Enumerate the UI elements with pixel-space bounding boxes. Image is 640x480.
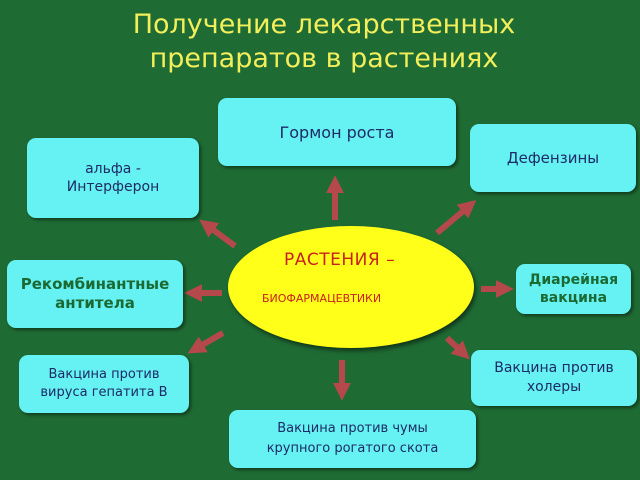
node-cattle-plague-vaccine-label: Вакцина против чумы крупного рогатого ск… <box>266 421 439 456</box>
node-diarrhea-vaccine: Диарейная вакцина <box>516 264 631 314</box>
node-hepatitis-b-vaccine: Вакцина против вируса гепатита В <box>19 355 189 413</box>
node-hepatitis-b-vaccine-label: Вакцина против вируса гепатита В <box>40 367 168 400</box>
node-growth-hormone: Гормон роста <box>218 98 456 166</box>
node-cattle-plague-vaccine: Вакцина против чумы крупного рогатого ск… <box>229 410 476 468</box>
node-cholera-vaccine-label: Вакцина против холеры <box>494 360 614 395</box>
center-subtitle: БИОФАРМАЦЕВТИКИ <box>262 292 382 305</box>
center-title: РАСТЕНИЯ – <box>284 250 396 270</box>
arrow-to-alpha-interferon <box>199 219 237 249</box>
node-defensins: Дефензины <box>470 124 636 192</box>
node-diarrhea-vaccine-label: Диарейная вакцина <box>528 272 619 306</box>
node-recombinant-antibodies: Рекомбинантные антитела <box>7 260 183 328</box>
node-alpha-interferon-label: альфа - Интерферон <box>66 161 160 195</box>
center-ellipse <box>228 226 474 348</box>
arrow-to-cholera-vaccine <box>444 335 470 360</box>
slide-title: Получение лекарственных препаратов в рас… <box>132 9 516 74</box>
arrow-to-hepatitis-vaccine <box>187 330 225 354</box>
node-growth-hormone-label: Гормон роста <box>279 122 395 142</box>
node-defensins-label: Дефензины <box>506 149 600 167</box>
node-recombinant-antibodies-label: Рекомбинантные антитела <box>20 275 170 312</box>
node-cholera-vaccine: Вакцина против холеры <box>471 350 637 406</box>
node-alpha-interferon: альфа - Интерферон <box>27 138 199 218</box>
arrow-to-defensins <box>435 200 477 236</box>
